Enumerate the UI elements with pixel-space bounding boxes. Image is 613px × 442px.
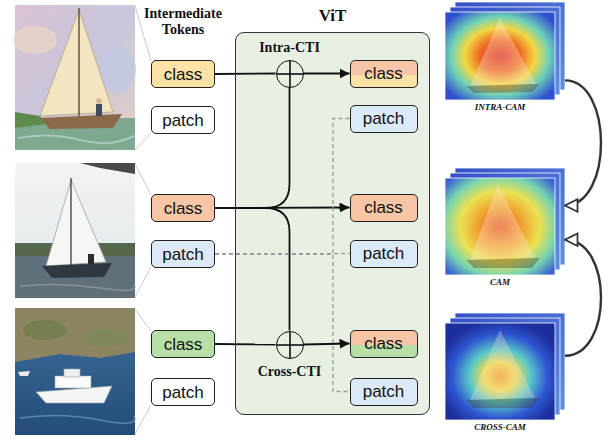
photo-sailboat-painting <box>18 135 134 143</box>
photo-sailboat-painting <box>40 10 113 116</box>
token-box: class <box>151 330 215 358</box>
panel-title: ViT <box>236 6 429 26</box>
photo-yacht <box>55 376 91 388</box>
token-label: patch <box>363 245 405 262</box>
heatmap-cross <box>470 330 535 400</box>
operation-label: Intra-CTI <box>259 40 320 56</box>
plus-symbol <box>289 332 291 358</box>
heatmap-caption: CROSS-CAM <box>445 423 555 433</box>
heatmap-cross <box>466 398 540 408</box>
curved-arrow <box>565 240 601 356</box>
curved-arrow <box>565 80 601 205</box>
photo-sailboat <box>15 163 135 298</box>
photo-sailboat-painting <box>100 46 136 94</box>
token-box: class <box>350 330 418 358</box>
photo-yacht <box>23 320 67 340</box>
photo-yacht <box>18 371 30 376</box>
sum-circle: Intra-CTI <box>276 60 304 88</box>
token-flow-line <box>215 208 290 331</box>
heatmap-caption: CAM <box>445 278 555 288</box>
leader-line <box>135 164 151 195</box>
photo-sailboat-painting <box>96 98 102 104</box>
heatmap-cam <box>470 184 535 260</box>
photo-yacht <box>81 329 129 347</box>
token-label: class <box>164 200 203 217</box>
photo-sailboat-painting <box>96 104 102 116</box>
token-flow-line <box>304 73 350 75</box>
photo-sailboat <box>46 180 106 266</box>
leader-line <box>135 6 151 434</box>
token-flow-line <box>215 343 276 345</box>
heatmap-stack: INTRA-CAM <box>445 2 565 100</box>
photo-sailboat-painting <box>40 114 122 129</box>
heatmap-intra <box>445 2 565 100</box>
heatmap-cross <box>445 313 565 420</box>
heatmap-cam <box>466 258 540 268</box>
heatmap-intra <box>470 18 536 86</box>
photo-sailboat <box>20 284 135 290</box>
leader-line <box>135 267 151 297</box>
photo-yacht <box>15 308 135 435</box>
token-label: patch <box>162 112 204 129</box>
sum-circle: Cross-CTI <box>276 331 304 359</box>
leader-line <box>135 405 151 434</box>
leader-line <box>135 133 151 150</box>
token-label: class <box>364 65 403 82</box>
column-heading: Intermediate Tokens <box>136 6 230 38</box>
photo-sailboat <box>80 163 135 174</box>
token-box: class <box>151 60 215 88</box>
heatmap-intra <box>466 84 540 93</box>
token-label: patch <box>363 110 405 127</box>
token-label: class <box>364 199 403 216</box>
token-box: patch <box>350 105 418 133</box>
photo-sailboat <box>42 263 112 278</box>
token-flow-line <box>215 88 290 209</box>
operation-label: Cross-CTI <box>258 364 322 380</box>
token-label: class <box>364 335 403 352</box>
token-flow-line <box>304 344 350 345</box>
heatmap-cam <box>445 168 565 275</box>
token-box: patch <box>350 240 418 268</box>
heatmap-stack: CAM <box>445 168 565 275</box>
heatmap-cross <box>445 323 555 420</box>
token-label: class <box>164 66 203 83</box>
photo-sailboat-painting <box>78 8 79 124</box>
photo-sailboat-painting <box>13 5 136 150</box>
token-box: class <box>350 194 418 222</box>
photo-yacht <box>15 308 135 362</box>
heatmap-cam <box>445 178 555 275</box>
token-label: patch <box>162 384 204 401</box>
token-box: patch <box>151 240 215 268</box>
token-box: patch <box>151 378 215 406</box>
photo-yacht <box>20 415 135 423</box>
token-label: patch <box>363 383 405 400</box>
token-box: class <box>350 60 418 88</box>
token-label: patch <box>162 246 204 263</box>
heatmap-intra <box>445 12 555 100</box>
photo-sailboat-painting <box>13 26 57 54</box>
heatmap-stack: CROSS-CAM <box>445 313 565 420</box>
token-box: class <box>151 194 215 222</box>
plus-symbol <box>289 61 291 87</box>
vit-panel: ViTIntra-CTICross-CTIclasspatchclasspatc… <box>235 32 430 415</box>
photo-sailboat <box>70 178 71 270</box>
token-box: patch <box>151 106 215 134</box>
photo-yacht <box>15 308 135 435</box>
token-flow-line <box>215 73 276 75</box>
token-box: patch <box>350 378 418 406</box>
heatmap-caption: INTRA-CAM <box>445 103 555 113</box>
token-label: class <box>164 336 203 353</box>
photo-yacht <box>64 369 80 377</box>
photo-sailboat <box>88 254 94 264</box>
photo-sailboat <box>15 163 135 298</box>
leader-line <box>135 309 151 331</box>
photo-yacht <box>36 386 112 403</box>
